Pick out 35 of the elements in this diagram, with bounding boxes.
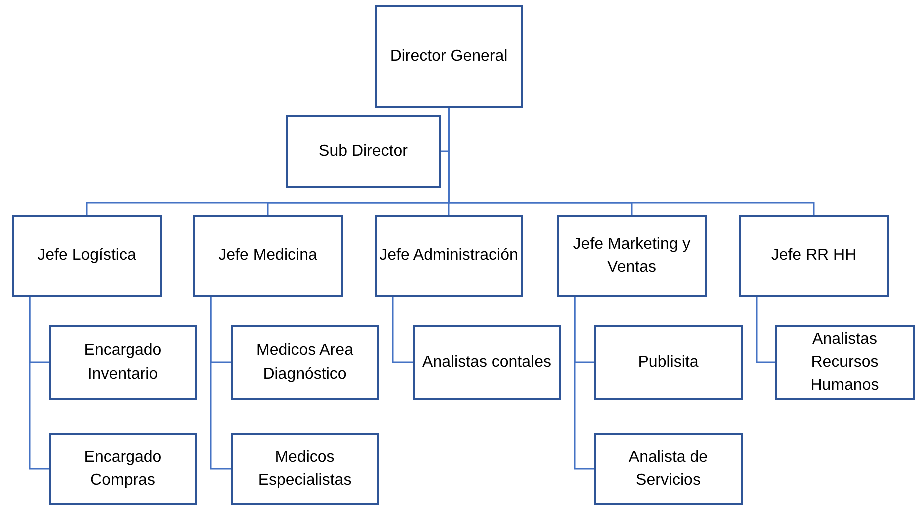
box-label: Analista de Servicios	[628, 448, 710, 491]
org-box	[739, 215, 889, 297]
box-label: Encargado Inventario	[83, 341, 163, 384]
connector-line	[392, 297, 413, 364]
box-label: Medicos Especialistas	[257, 448, 353, 491]
connector-line	[574, 297, 594, 470]
connector-line	[210, 297, 231, 470]
box-label: Jefe Logística	[38, 246, 136, 266]
box-label: Sub Director	[319, 142, 408, 162]
org-box	[557, 215, 707, 297]
org-box	[231, 325, 379, 400]
org-box	[413, 325, 561, 400]
org-box	[49, 433, 197, 505]
box-label: Jefe Administración	[380, 246, 518, 266]
org-box	[375, 215, 523, 297]
box-label: Jefe Marketing y Ventas	[572, 234, 692, 278]
box-label: Encargado Compras	[83, 448, 163, 491]
org-box	[286, 115, 441, 188]
org-box	[193, 215, 343, 297]
box-label: Analistas Recursos Humanos	[810, 330, 880, 396]
connector-line	[756, 297, 775, 364]
box-label: Jefe Medicina	[218, 246, 318, 266]
box-label: Publisita	[638, 352, 699, 373]
org-box	[775, 325, 915, 400]
org-box	[594, 325, 743, 400]
box-label: Jefe RR HH	[771, 246, 857, 266]
org-box	[231, 433, 379, 505]
org-box	[49, 325, 197, 400]
org-box	[375, 5, 523, 108]
box-label: Director General	[390, 46, 508, 67]
box-label: Analistas contales	[422, 352, 552, 373]
org-box	[12, 215, 162, 297]
connector-line	[29, 297, 49, 470]
org-box	[594, 433, 743, 505]
box-label: Medicos Area Diagnóstico	[256, 341, 354, 384]
